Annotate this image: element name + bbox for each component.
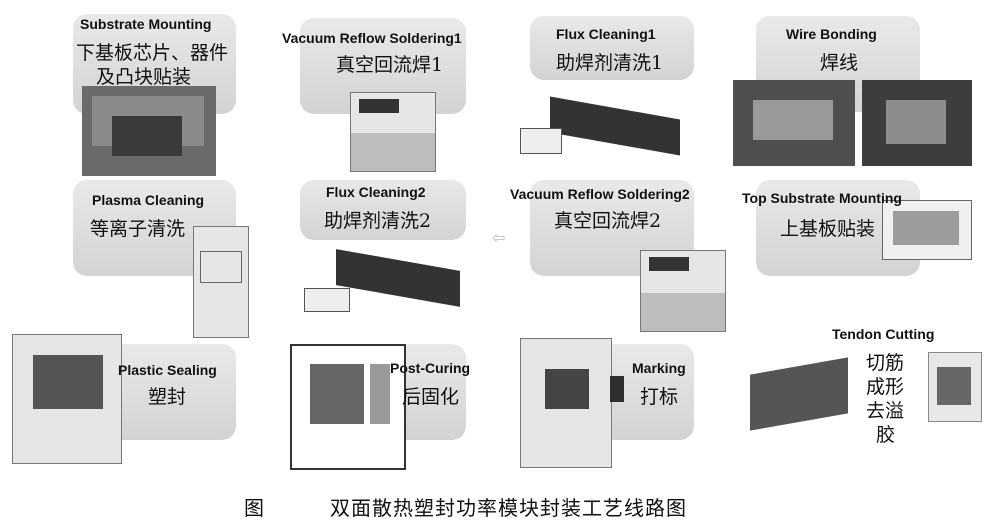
step-cn-label: 胶 <box>876 424 896 446</box>
step-cn-label: 塑封 <box>148 386 187 408</box>
wire-bonding-image-left <box>733 80 855 166</box>
step-cn-label: 助焊剂清洗1 <box>556 52 664 74</box>
step-cn-label: 焊线 <box>820 52 859 74</box>
laser-marking-machine-image <box>520 338 612 468</box>
substrate-mounting-machine-image <box>82 86 216 176</box>
reflow-oven-image <box>640 250 726 332</box>
wire-bonding-image-right <box>862 80 972 166</box>
flow-arrow-icon: ⇦ <box>492 228 506 247</box>
step-card-flux-cleaning-1 <box>530 16 694 80</box>
step-cn-label: 真空回流焊2 <box>554 210 662 232</box>
trimmed-module-image <box>928 352 982 422</box>
tendon-cutting-die-image <box>744 350 856 436</box>
step-en-label: Flux Cleaning1 <box>556 26 656 42</box>
reflow-oven-image <box>350 92 436 172</box>
step-cn-label: 上基板贴装 <box>780 218 876 240</box>
step-en-label: Substrate Mounting <box>80 16 212 32</box>
step-cn-label: 成形 <box>866 376 905 398</box>
plastic-sealing-machine-image <box>12 334 122 464</box>
step-en-label: Tendon Cutting <box>832 326 935 342</box>
step-cn-label: 助焊剂清洗2 <box>324 210 432 232</box>
marking-connector-image <box>610 376 624 402</box>
step-en-label: Flux Cleaning2 <box>326 184 426 200</box>
step-card-flux-cleaning-2 <box>300 180 466 240</box>
step-en-label: Vacuum Reflow Soldering1 <box>282 30 462 46</box>
step-cn-label: 去溢 <box>866 400 905 422</box>
step-en-label: Plastic Sealing <box>118 362 217 378</box>
step-cn-label: 及凸块贴装 <box>96 66 192 88</box>
figure-label: 图 <box>244 496 264 520</box>
step-cn-label: 后固化 <box>402 386 460 408</box>
step-cn-label: 打标 <box>640 386 679 408</box>
step-cn-label: 真空回流焊1 <box>336 54 444 76</box>
curing-oven-image <box>290 344 406 470</box>
flux-cleaning-machine-image <box>300 244 474 320</box>
step-en-label: Post-Curing <box>390 360 471 376</box>
step-en-label: Marking <box>632 360 686 376</box>
step-en-label: Wire Bonding <box>786 26 877 42</box>
step-en-label: Plasma Cleaning <box>92 192 205 208</box>
figure-caption: 双面散热塑封功率模块封装工艺线路图 <box>330 496 687 520</box>
step-cn-label: 下基板芯片、器件 <box>76 42 229 64</box>
step-en-label: Top Substrate Mounting <box>742 190 902 206</box>
step-cn-label: 等离子清洗 <box>90 218 186 240</box>
plasma-cleaner-image <box>193 226 249 338</box>
step-en-label: Vacuum Reflow Soldering2 <box>510 186 690 202</box>
step-cn-label: 切筋 <box>866 352 905 374</box>
flux-cleaning-machine-image <box>520 88 696 162</box>
top-substrate-mounting-image <box>882 200 972 260</box>
